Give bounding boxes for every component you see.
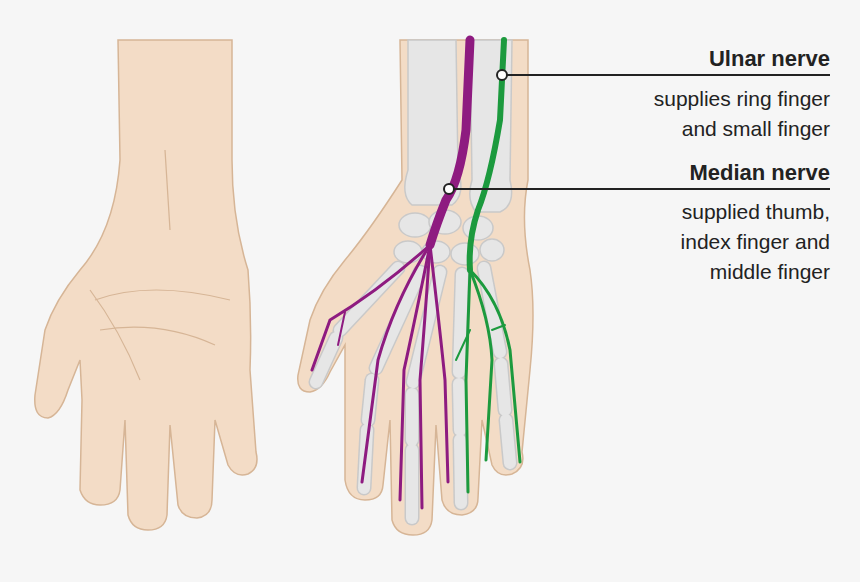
hand-bones-outline [316,268,510,518]
nerve-name: Median nerve [689,160,830,186]
hand-bones [316,268,510,518]
leader-lines [444,70,830,194]
ulnar-nerve [456,40,520,492]
nerve-description: supplies ring finger and small finger [630,84,830,144]
median-nerve [312,40,470,508]
palm-creases [90,150,230,380]
right-hand [298,40,533,535]
nerve-description: supplied thumb, index finger and middle … [630,197,830,287]
nerve-name: Ulnar nerve [709,46,830,72]
left-hand [35,40,257,530]
